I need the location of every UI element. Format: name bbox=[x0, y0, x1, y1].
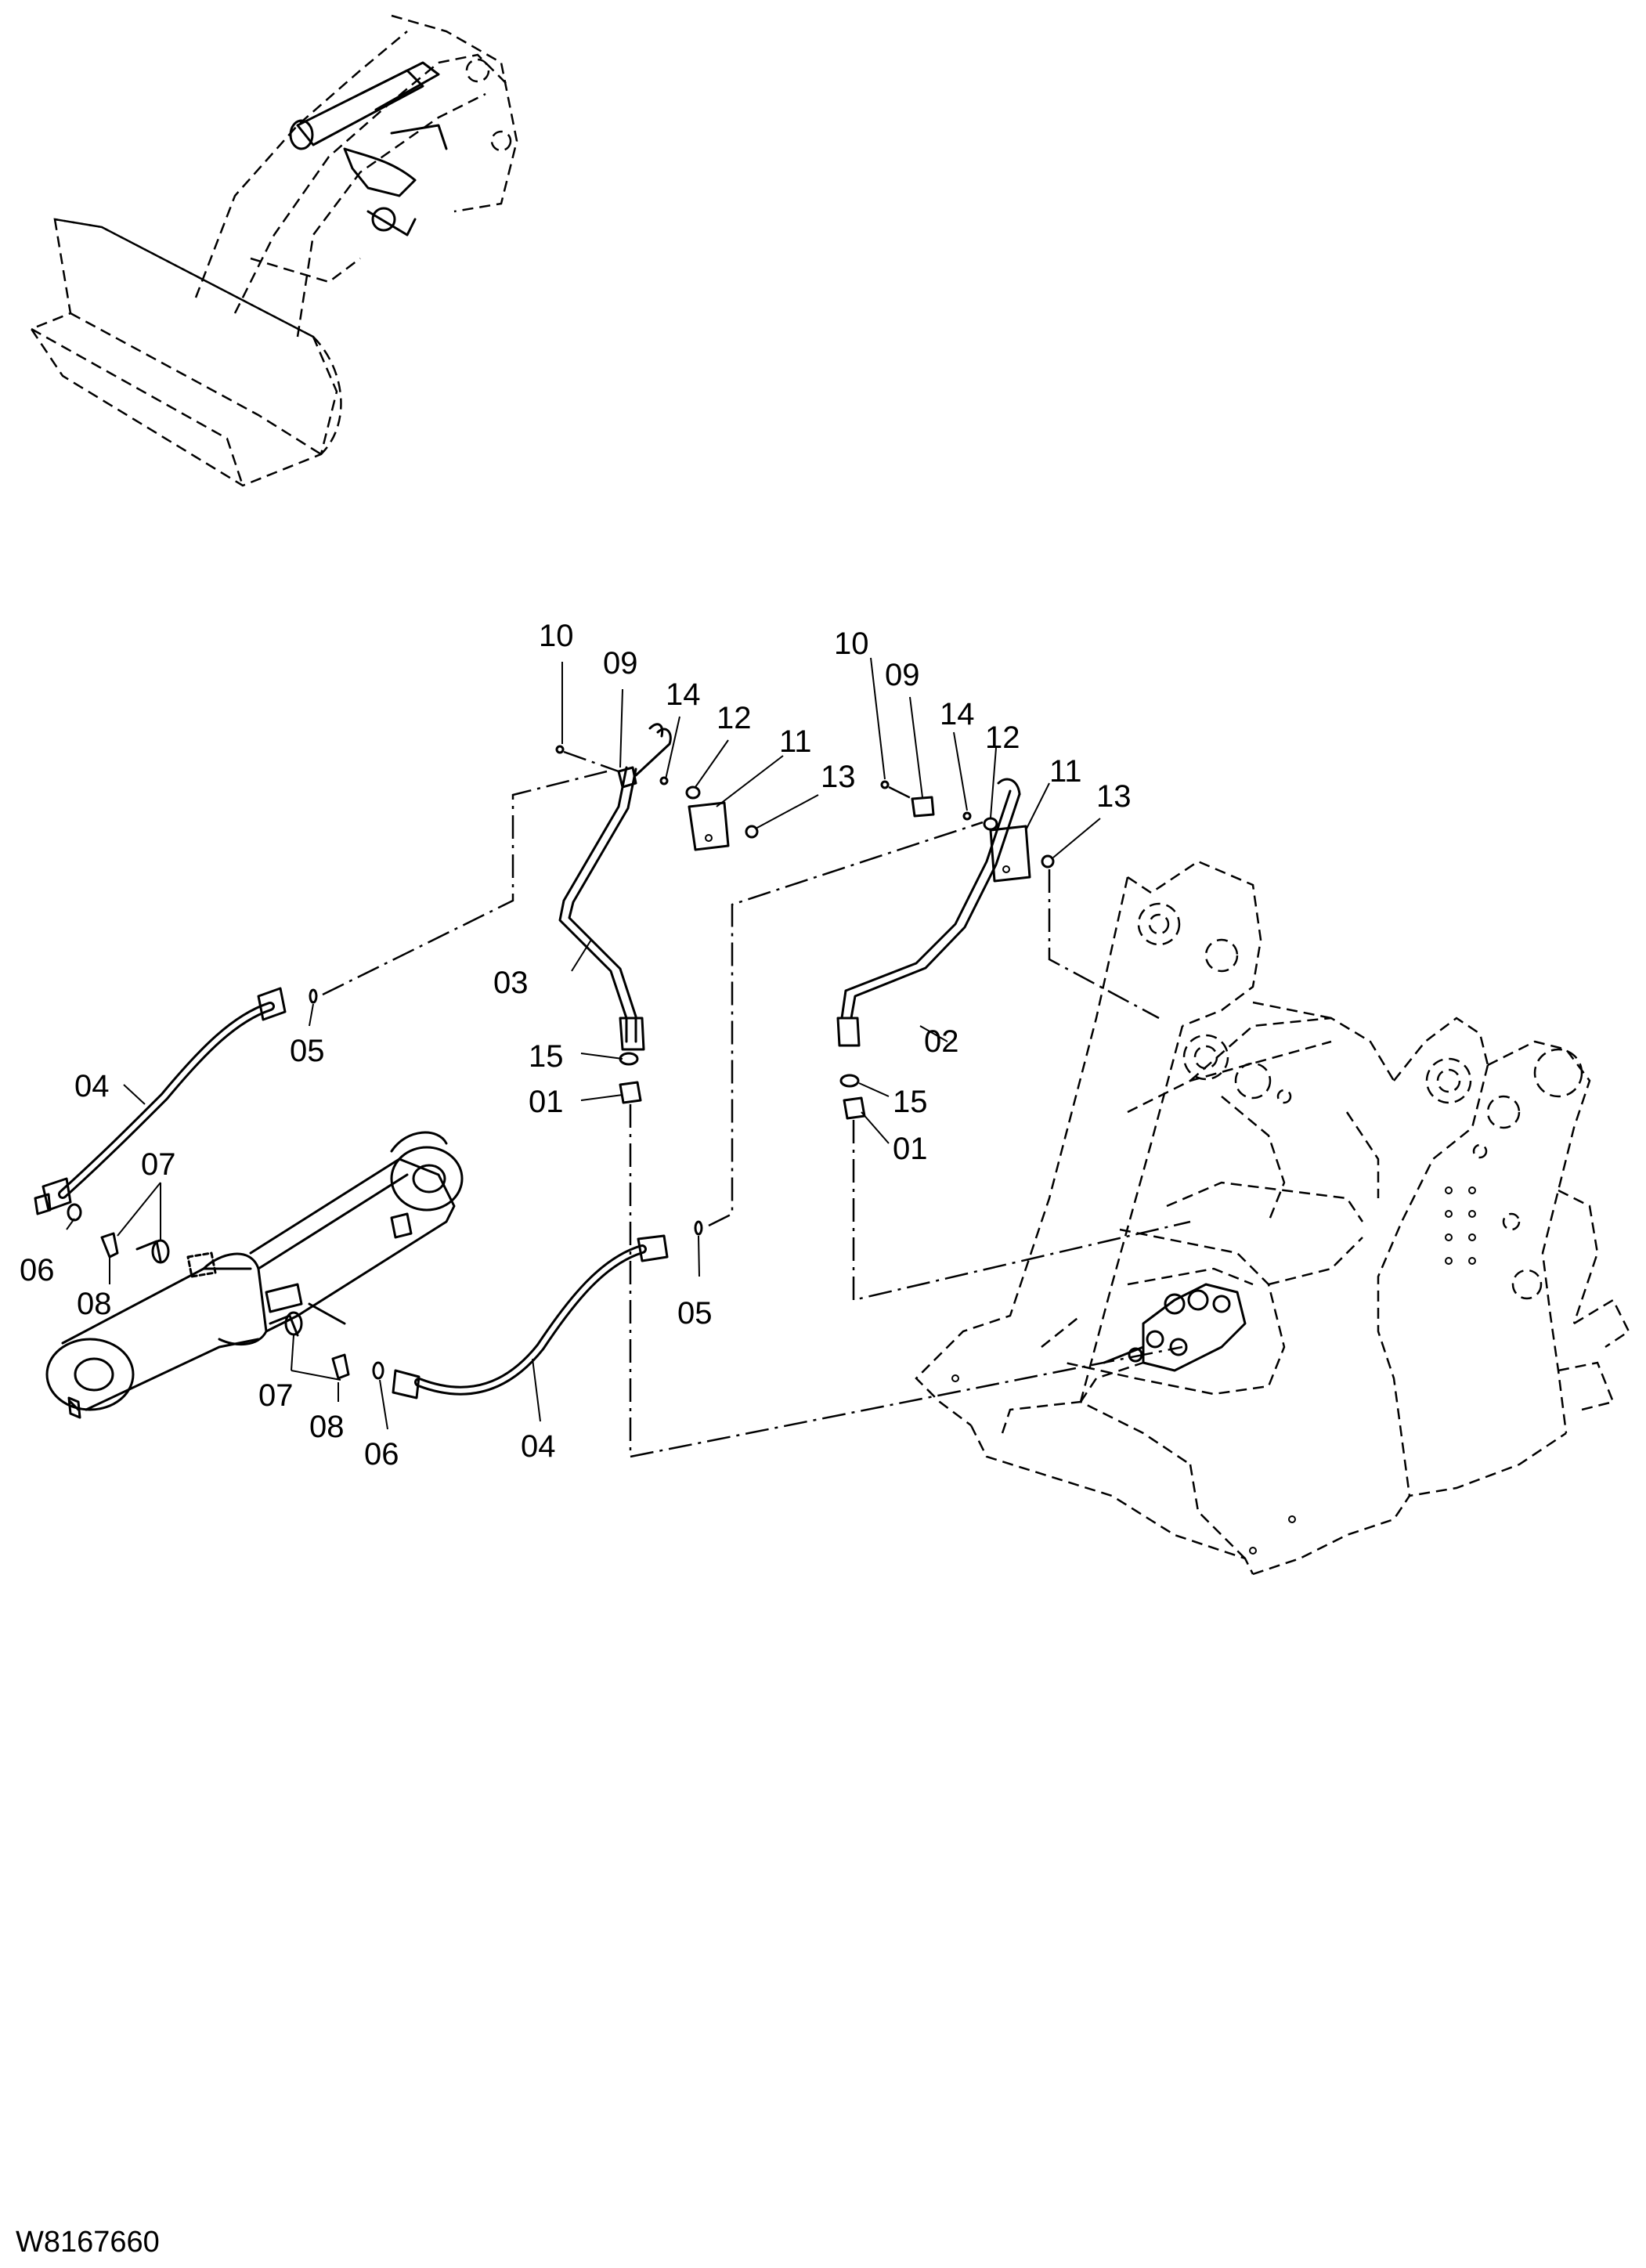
frame-bolt-holes bbox=[951, 1186, 1476, 1555]
callout-09-right: 09 bbox=[885, 658, 920, 692]
callout-01-right: 01 bbox=[893, 1132, 928, 1166]
callout-05-upper: 05 bbox=[290, 1034, 325, 1068]
callout-13-right: 13 bbox=[1096, 779, 1132, 814]
callout-15-right: 15 bbox=[893, 1085, 928, 1119]
bucket-outline bbox=[30, 218, 342, 487]
callout-03: 03 bbox=[493, 966, 529, 1000]
tube-02 bbox=[836, 778, 1021, 1047]
callout-05-lower: 05 bbox=[677, 1296, 713, 1331]
callout-08-lower: 08 bbox=[309, 1410, 345, 1444]
callout-02: 02 bbox=[924, 1024, 959, 1059]
callout-10-right: 10 bbox=[834, 627, 869, 661]
callout-12-left: 12 bbox=[717, 701, 752, 735]
callout-08-upper: 08 bbox=[77, 1287, 112, 1321]
callout-11-right: 11 bbox=[1049, 754, 1082, 789]
tube-03-fittings bbox=[555, 745, 759, 1104]
tube-03 bbox=[558, 723, 672, 1051]
connection-lines bbox=[322, 750, 1191, 1458]
control-valve-block bbox=[1103, 1283, 1247, 1372]
tube-02-fittings bbox=[839, 780, 1055, 1120]
hose-04-upper bbox=[34, 987, 287, 1215]
callout-15-left: 15 bbox=[529, 1039, 564, 1074]
highlighted-cylinder bbox=[289, 61, 448, 237]
callout-11-left: 11 bbox=[779, 724, 812, 759]
hose-04-lower bbox=[392, 1234, 669, 1399]
callout-04-lower: 04 bbox=[521, 1429, 556, 1464]
callout-01-left: 01 bbox=[529, 1085, 564, 1119]
loader-arm-outline bbox=[194, 14, 518, 338]
o-rings bbox=[67, 988, 703, 1380]
callout-07-lower: 07 bbox=[258, 1378, 294, 1413]
callout-04-upper: 04 bbox=[74, 1069, 110, 1103]
callout-labels: 10 09 14 12 11 13 03 15 01 05 04 07 06 0… bbox=[20, 619, 1132, 1472]
boom-cylinder bbox=[45, 1131, 464, 1419]
leader-lines bbox=[66, 657, 1101, 1430]
front-frame-outline bbox=[915, 860, 1630, 1576]
callout-09-left: 09 bbox=[603, 646, 638, 681]
callout-14-left: 14 bbox=[666, 677, 701, 712]
callout-10-left: 10 bbox=[539, 619, 574, 653]
callout-06-lower: 06 bbox=[364, 1437, 399, 1472]
callout-13-left: 13 bbox=[821, 760, 856, 794]
drawing-reference-number: W8167660 bbox=[16, 2226, 160, 2259]
loader-overview-inset bbox=[30, 14, 518, 487]
callout-06-left: 06 bbox=[20, 1253, 55, 1287]
callout-14-right: 14 bbox=[940, 697, 975, 731]
cylinder-clamps bbox=[100, 1232, 350, 1380]
callout-07-upper: 07 bbox=[141, 1147, 176, 1182]
callout-12-right: 12 bbox=[985, 720, 1020, 755]
